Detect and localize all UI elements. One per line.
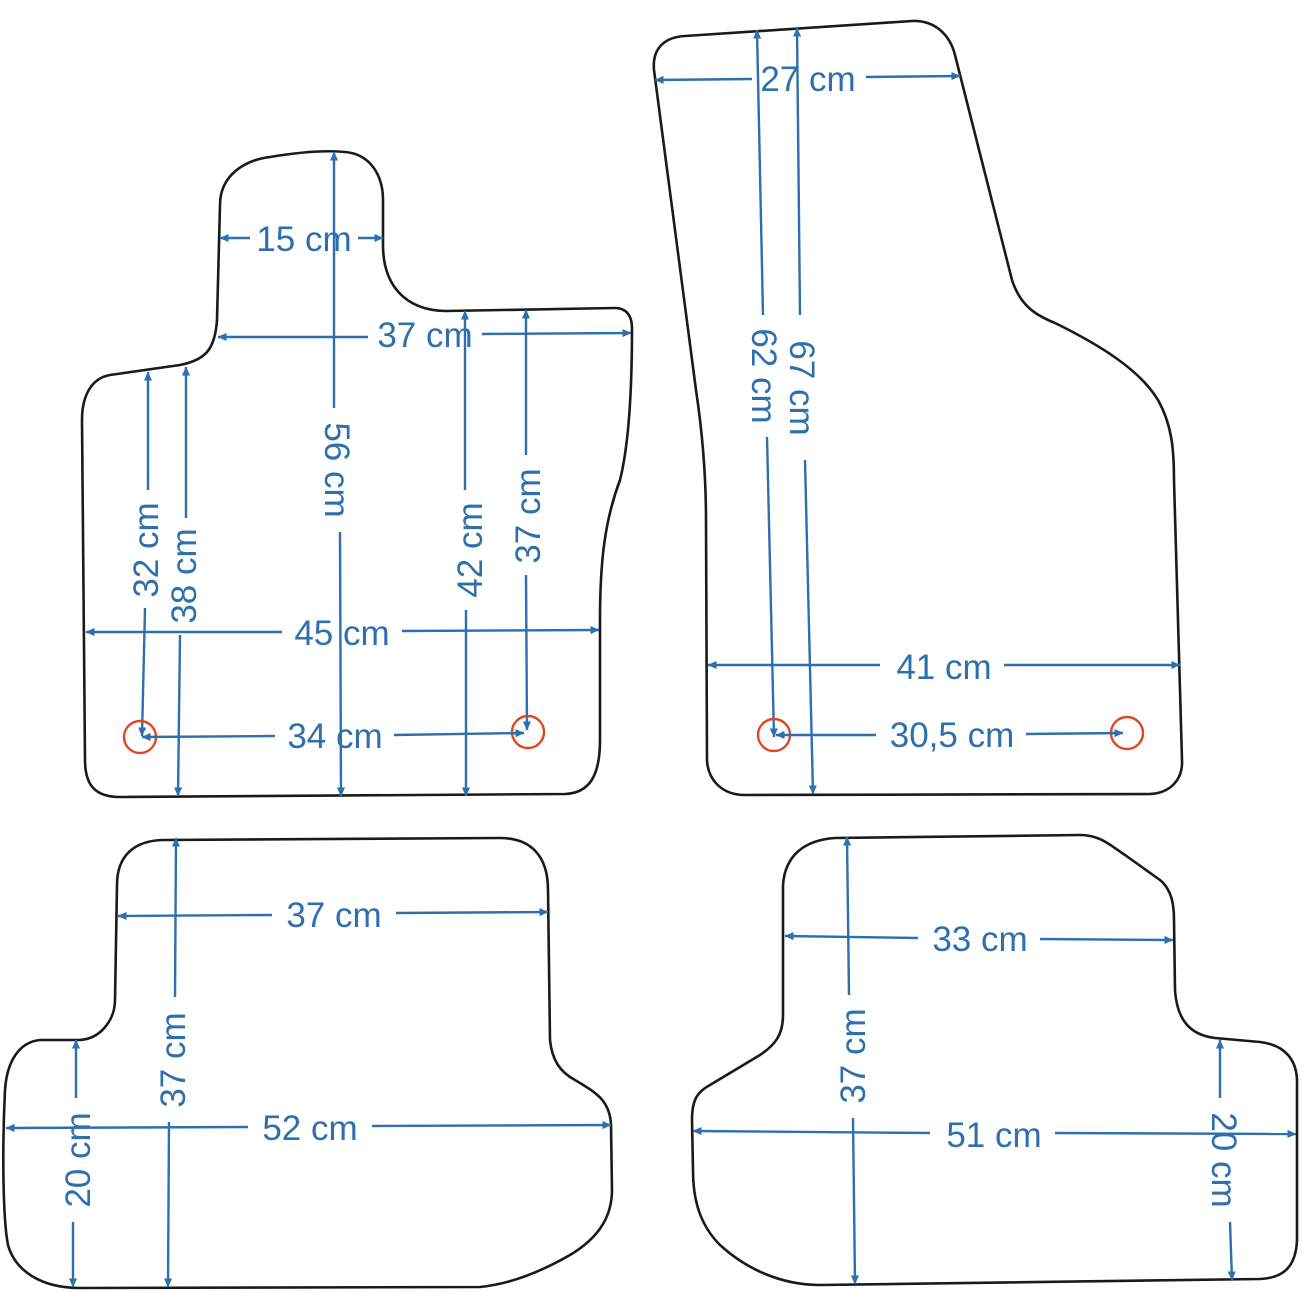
rl-top-width-line-right [395, 908, 549, 917]
fl-right-height-line-bottom [522, 574, 531, 731]
fl-left-height-label: 38 cm [165, 528, 204, 623]
rr-height-label: 37 cm [834, 1008, 873, 1103]
fr-top-width-line-right [865, 72, 961, 81]
rr-top-width-line-right [1039, 935, 1174, 944]
front-right-mat-outline [652, 19, 1184, 797]
fl-total-height-line-bottom [336, 531, 346, 797]
rr-full-width-line-left [692, 1127, 931, 1136]
fl-upper-width-label: 37 cm [377, 316, 472, 355]
fl-heel-width-label: 15 cm [256, 220, 351, 259]
rr-full-width-line-right [1054, 1129, 1297, 1139]
rl-top-width-line-left [117, 911, 273, 920]
rl-full-width-label: 52 cm [262, 1109, 357, 1148]
rear-left-mat-outline [2, 836, 614, 1290]
fr-total-height-line-bottom [803, 459, 817, 795]
rl-height-line-top [171, 837, 180, 998]
fr-hole-distance-line-right [1025, 729, 1124, 738]
front-left-mat-outline [80, 149, 634, 799]
fr-top-width-line-left [654, 75, 753, 84]
fr-full-width-label: 41 cm [896, 648, 991, 687]
fl-hole-distance-line-left [141, 732, 276, 741]
fl-total-height-label: 56 cm [317, 422, 356, 517]
front-left-mat: 15 cm 37 cm 56 cm 42 cm 37 cm 32 cm 38 c… [80, 149, 634, 799]
rr-height-line-bottom [850, 1117, 859, 1285]
fl-full-width-line-right [401, 625, 600, 635]
fl-hole-distance-line-right [393, 729, 525, 738]
rear-right-mat: 33 cm 37 cm 51 cm 20 cm [690, 833, 1299, 1287]
fr-hole-height-label: 62 cm [744, 328, 783, 423]
rear-left-mat: 37 cm 37 cm 52 cm 20 cm [2, 836, 614, 1290]
rr-full-width-label: 51 cm [946, 1116, 1041, 1155]
fl-left-height-line-bottom [174, 634, 183, 797]
rl-full-width-line-right [371, 1120, 612, 1130]
fr-total-height-line-top [793, 27, 802, 316]
rl-side-height-label: 20 cm [59, 1112, 98, 1207]
rl-height-label: 37 cm [154, 1012, 193, 1107]
rr-side-height-line-bottom [1227, 1221, 1236, 1281]
rl-full-width-line-left [5, 1123, 249, 1133]
fl-inner-height-label: 42 cm [451, 502, 490, 597]
rr-side-height-label: 20 cm [1204, 1112, 1243, 1207]
rr-height-line-top [843, 836, 852, 996]
fl-hole-distance-label: 34 cm [287, 717, 382, 756]
fl-upper-width-line-right [481, 329, 632, 338]
fl-left-hole-height-line-bottom [138, 607, 147, 737]
front-right-mat: 27 cm 62 cm 67 cm 41 cm 30,5 cm [652, 19, 1184, 797]
fl-left-hole-height-label: 32 cm [127, 502, 166, 597]
fl-full-width-label: 45 cm [294, 614, 389, 653]
rr-top-width-line-left [784, 932, 919, 941]
rl-height-line-bottom [164, 1121, 173, 1288]
fr-top-width-label: 27 cm [760, 60, 855, 99]
fr-hole-distance-label: 30,5 cm [890, 716, 1015, 755]
fr-hole-height-line-top [753, 29, 765, 316]
rr-top-width-label: 33 cm [932, 920, 1027, 959]
rear-right-mat-outline [690, 833, 1299, 1287]
fr-hole-height-line-bottom [765, 436, 778, 738]
fl-right-height-label: 37 cm [509, 468, 548, 563]
rl-top-width-label: 37 cm [286, 896, 381, 935]
fr-total-height-label: 67 cm [782, 340, 821, 435]
